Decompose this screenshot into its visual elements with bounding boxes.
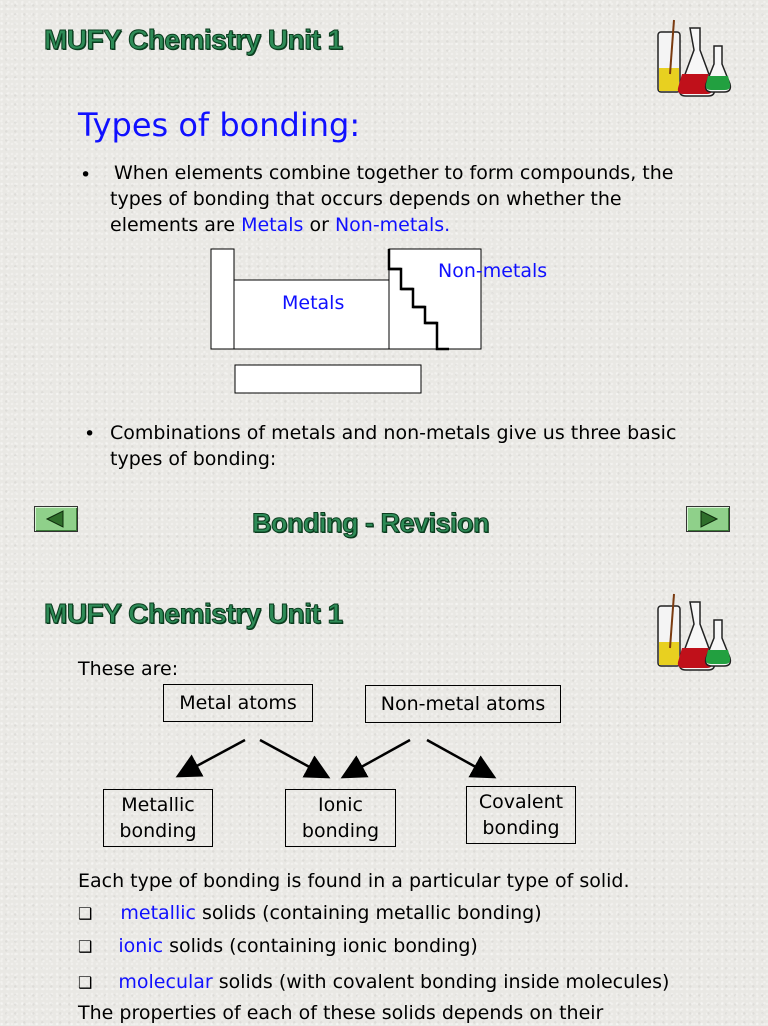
intro-line-3: elements are Metals or Non-metals. [110,212,730,238]
checkbox-icon: ❑ [78,904,93,923]
nonmetal-atoms-box: Non-metal atoms [365,685,561,723]
ionic-term: ionic [118,935,164,957]
intro-line-2: types of bonding that occurs depends on … [110,188,622,210]
bonding-arrows [175,738,497,779]
slide1-heading: Types of bonding: [78,106,361,144]
intro-paragraph: When elements combine together to form c… [110,160,730,238]
these-are-label: These are: [78,658,179,680]
or-word: or [303,214,335,236]
slide2-header: MUFY Chemistry Unit 1 [44,598,344,630]
periodic-table-diagram [210,248,482,394]
metallic-term: metallic [120,902,196,924]
intro-line-1: When elements combine together to form c… [114,162,674,184]
solid-type-item: ❑ metallic solids (containing metallic b… [78,900,542,927]
metallic-text: Metallic [121,794,195,816]
combinations-line-2: types of bonding: [110,448,277,470]
covalent-text: Covalent [478,791,564,813]
metals-term: Metals [241,214,304,236]
lab-glassware-icon [657,593,732,671]
checkbox-icon: ❑ [78,973,93,992]
covalent-bonding-box: Covalent bonding [466,786,576,844]
next-slide-button[interactable] [686,506,730,532]
lab-glassware-icon [657,19,732,97]
solid-type-item: ❑ ionic solids (containing ionic bonding… [78,933,478,960]
ionic-description: solids (containing ionic bonding) [163,935,478,957]
left-arrow-icon [45,510,64,528]
slide1-header: MUFY Chemistry Unit 1 [44,24,344,56]
line3-prefix: elements are [110,214,242,236]
solid-type-item: ❑ molecular solids (with covalent bondin… [78,969,669,996]
ionic-text: Ionic [318,794,363,816]
ionic-bonding-text: bonding [301,820,380,842]
metallic-bonding-text: bonding [119,820,197,842]
covalent-bonding-text: bonding [482,817,560,839]
nonmetals-term: Non-metals. [334,214,451,236]
combinations-line-1: Combinations of metals and non-metals gi… [110,422,677,444]
checkbox-icon: ❑ [78,937,93,956]
metallic-bonding-box: Metallic bonding [103,789,213,847]
ionic-bonding-box: Ionic bonding [285,789,396,847]
bullet: • [84,423,96,445]
slide1-footer-title: Bonding - Revision [252,508,491,539]
previous-slide-button[interactable] [34,506,78,532]
nonmetal-atoms-text: Non-metal atoms [380,693,546,715]
nonmetals-label: Non-metals [438,260,548,282]
metal-atoms-box: Metal atoms [163,684,313,722]
bullet: • [80,164,92,186]
molecular-description: solids (with covalent bonding inside mol… [212,971,670,993]
combinations-paragraph: Combinations of metals and non-metals gi… [110,420,730,472]
molecular-term: molecular [118,971,213,993]
metallic-description: solids (containing metallic bonding) [195,902,542,924]
properties-line: The properties of each of these solids d… [78,1002,604,1024]
metal-atoms-text: Metal atoms [179,692,297,714]
right-arrow-icon [700,510,719,528]
metals-label: Metals [282,292,345,314]
solids-sentence: Each type of bonding is found in a parti… [78,870,630,892]
